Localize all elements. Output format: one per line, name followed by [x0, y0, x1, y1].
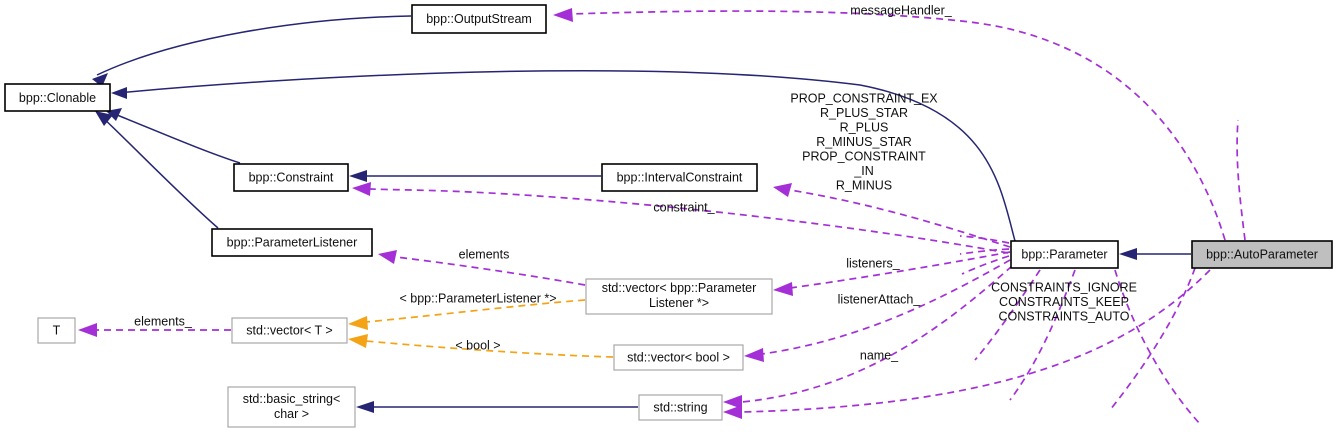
arrowhead-constraint-attr: [773, 183, 792, 197]
node-bpp-parameter[interactable]: bpp::Parameter: [1010, 240, 1119, 269]
node-label-autoparameter: bpp::AutoParameter: [1206, 247, 1318, 261]
node-label-clonable: bpp::Clonable: [19, 91, 96, 105]
edge-autoparameter-to-string: [741, 269, 1211, 413]
edge-label-r-minus-star: R_MINUS_STAR: [816, 135, 912, 149]
node-label-vector-t: std::vector< T >: [246, 323, 332, 337]
node-label-t: T: [53, 323, 61, 337]
arrowhead-parameterlistener-clonable: [95, 111, 113, 126]
edge-constraints-enum-fan-3: [961, 255, 1010, 275]
edge-label-constraint-enum-group: PROP_CONSTRAINT_EX R_PLUS_STAR R_PLUS R_…: [790, 91, 938, 192]
edge-constraints-enum-fan-2: [959, 248, 1010, 255]
arrowhead-listenerattach: [744, 348, 764, 362]
arrowhead-intervalconstraint-constraint: [349, 170, 367, 182]
node-label-intervalconstraint: bpp::IntervalConstraint: [617, 170, 743, 184]
arrowhead-template-bool: [348, 334, 368, 348]
node-label-vector-pl-line2: Listener *>: [649, 296, 709, 310]
node-template-t[interactable]: T: [37, 317, 76, 344]
node-bpp-intervalconstraint[interactable]: bpp::IntervalConstraint: [601, 163, 758, 192]
node-label-basicstring-line1: std::basic_string<: [243, 392, 341, 406]
edge-constraint-to-clonable: [111, 112, 241, 164]
node-std-vector-t[interactable]: std::vector< T >: [231, 317, 348, 344]
edge-outputstream-to-clonable: [96, 15, 412, 76]
edge-constraints-enum-fan-4: [974, 269, 1041, 361]
node-label-basicstring-line2: char >: [274, 407, 309, 421]
node-bpp-constraint[interactable]: bpp::Constraint: [233, 163, 349, 192]
node-label-vector-bool: std::vector< bool >: [627, 350, 730, 364]
edge-constraints-enum-fan-6: [1114, 269, 1201, 425]
edge-label-constraint-attr: constraint_: [653, 200, 715, 214]
arrowhead-parameter-clonable: [111, 87, 127, 99]
edge-vectorbool-to-vectort-template: [365, 340, 614, 358]
node-label-parameterlistener: bpp::ParameterListener: [227, 235, 358, 249]
node-label-parameter: bpp::Parameter: [1021, 247, 1107, 261]
edge-parameter-to-vectorpl-listeners: [789, 251, 1011, 289]
edge-label-r-plus-star: R_PLUS_STAR: [820, 106, 908, 120]
edge-parameterlistener-to-clonable: [99, 114, 219, 229]
edge-label-pl-template: < bpp::ParameterListener *>: [399, 291, 556, 305]
edge-constraints-enum-fan-7: [1109, 267, 1196, 411]
node-std-vector-parameterlistener[interactable]: std::vector< bpp::Parameter Listener *>: [585, 278, 773, 315]
arrowhead-messagehandler: [553, 8, 573, 22]
edge-labels: messageHandler_ PROP_CONSTRAINT_EX R_PLU…: [134, 3, 1137, 362]
usage-edges: [78, 8, 1246, 425]
edge-label-listenerattach: listenerAttach_: [838, 292, 922, 306]
edge-constraints-enum-fan-8: [1236, 119, 1246, 241]
arrowhead-autoparameter-string: [723, 405, 742, 419]
edge-parameter-to-vectorbool-listenerattach: [761, 259, 1011, 355]
edge-label-constraints-keep: CONSTRAINTS_KEEP: [999, 295, 1129, 309]
edge-parameter-to-intervalconstraint-constraint: [789, 189, 1011, 248]
node-bpp-clonable[interactable]: bpp::Clonable: [4, 83, 111, 112]
edge-vectorpl-to-parameterlistener-elements: [395, 256, 586, 286]
edge-label-constraints-ignore: CONSTRAINTS_IGNORE: [991, 280, 1137, 294]
edge-label-messagehandler: messageHandler_: [850, 3, 952, 17]
edge-label-name: name_: [860, 348, 899, 362]
node-std-string[interactable]: std::string: [638, 394, 723, 421]
edge-parameter-to-string-name: [741, 265, 1013, 403]
edge-constraints-enum-fan-1: [959, 235, 1010, 244]
edge-label-r-plus: R_PLUS: [840, 120, 889, 134]
edge-label-r-minus: R_MINUS: [836, 178, 892, 192]
arrowhead-template-pl: [348, 316, 368, 330]
node-std-basic-string[interactable]: std::basic_string< char >: [227, 386, 356, 428]
arrowhead-name: [723, 395, 742, 409]
edge-label-elements-plain: elements: [459, 247, 510, 261]
arrowhead-elements-t: [78, 323, 97, 337]
edge-constraints-enum-fan-5: [1009, 269, 1076, 401]
edge-label-constraints-auto: CONSTRAINTS_AUTO: [998, 309, 1129, 323]
node-bpp-parameterlistener[interactable]: bpp::ParameterListener: [211, 228, 373, 257]
arrowhead-listeners: [773, 282, 793, 296]
node-label-constraint: bpp::Constraint: [249, 170, 334, 184]
edge-label-prop-constraint: PROP_CONSTRAINT: [802, 149, 926, 163]
edge-label-elements-under: elements_: [134, 314, 193, 328]
edge-label-prop-constraint-ex: PROP_CONSTRAINT_EX: [790, 91, 938, 105]
arrowhead-elements-pl: [378, 250, 397, 264]
node-bpp-autoparameter[interactable]: bpp::AutoParameter: [1191, 240, 1333, 269]
arrowhead-string-basicstring: [356, 401, 374, 413]
arrowhead-outputstream-clonable: [92, 73, 108, 87]
node-label-vector-pl-line1: std::vector< bpp::Parameter: [602, 281, 757, 295]
edge-parameter-to-clonable: [116, 70, 1016, 242]
edge-label-in: _IN: [853, 164, 873, 178]
edge-constraintattr-to-constraint: [369, 188, 1009, 254]
node-label-string: std::string: [653, 400, 707, 414]
arrowhead-autoparameter-parameter: [1119, 248, 1137, 260]
node-bpp-outputstream[interactable]: bpp::OutputStream: [411, 4, 547, 34]
edge-label-listeners: listeners_: [846, 256, 901, 270]
edge-vectorpl-to-vectort-template: [365, 299, 586, 323]
arrowhead-constraint-usage: [352, 182, 371, 196]
edge-label-constraints-enum-group: CONSTRAINTS_IGNORE CONSTRAINTS_KEEP CONS…: [991, 280, 1137, 323]
template-edges: [348, 299, 614, 358]
node-label-outputstream: bpp::OutputStream: [426, 12, 532, 26]
nodes: bpp::Clonable bpp::OutputStream bpp::Con…: [4, 4, 1333, 428]
node-std-vector-bool[interactable]: std::vector< bool >: [613, 344, 744, 371]
edge-label-bool-template: < bool >: [455, 338, 500, 352]
